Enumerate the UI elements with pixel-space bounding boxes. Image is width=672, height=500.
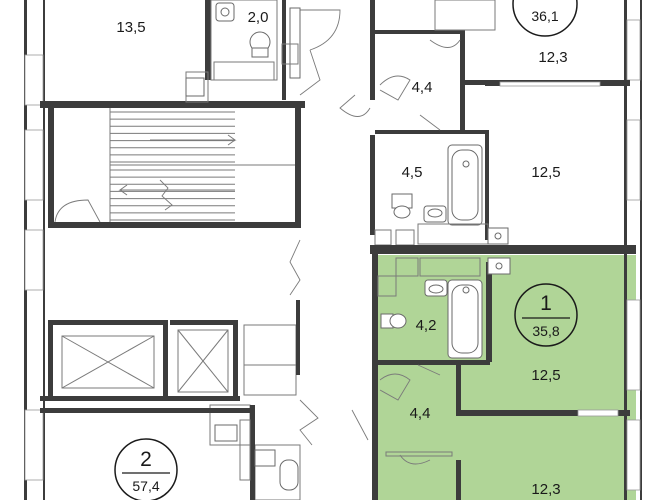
- apartment-1-area: 35,8: [532, 323, 559, 339]
- room-area-4-2: 4,2: [416, 317, 437, 334]
- apartment-badge-3-circle: [512, 0, 578, 37]
- wc-upper-left: [185, 2, 301, 97]
- room-area-4-4-bottom: 4,4: [410, 405, 431, 422]
- elevators: [40, 320, 240, 401]
- facade-left: [24, 0, 45, 500]
- staircase: [48, 108, 301, 228]
- apartment-badge-3[interactable]: 36,1: [512, 0, 578, 37]
- bathroom-upper: [374, 144, 509, 246]
- apartment-1-walls: [377, 257, 630, 500]
- apartment-1-highlight[interactable]: [375, 255, 636, 500]
- apartment-3-area: 36,1: [531, 8, 558, 24]
- room-area-12-5-top: 12,5: [531, 164, 560, 181]
- corridor: [289, 0, 378, 500]
- walls-upper-right: [375, 0, 630, 240]
- apartment-1-number: 1: [540, 292, 552, 315]
- shafts: [209, 300, 301, 500]
- divider: [370, 245, 636, 254]
- room-area-13-5: 13,5: [116, 19, 145, 36]
- walls-top-left: [40, 0, 305, 108]
- room-area-4-5: 4,5: [402, 164, 423, 181]
- room-area-4-4-top: 4,4: [412, 79, 433, 96]
- room-area-2-0: 2,0: [248, 9, 269, 26]
- room-area-12-5-bottom: 12,5: [531, 367, 560, 384]
- apartment-2-walls: [40, 408, 299, 491]
- apartment-badge-1[interactable]: 1 35,8: [514, 283, 578, 347]
- apartment-2-area: 57,4: [132, 478, 159, 494]
- apartment-badge-2-circle: [114, 438, 178, 500]
- apartment-2-number: 2: [140, 448, 152, 471]
- apartment-badge-2[interactable]: 2 57,4: [114, 438, 178, 500]
- room-area-12-3-top: 12,3: [538, 49, 567, 66]
- room-area-12-3-bottom: 12,3: [531, 481, 560, 498]
- apartment-badge-1-circle: [514, 283, 578, 347]
